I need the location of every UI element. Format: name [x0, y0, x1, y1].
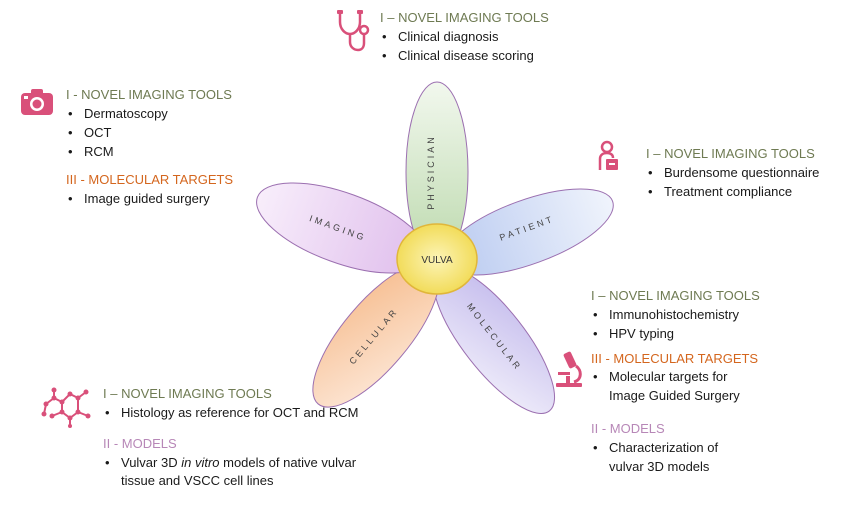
list-item: Clinical disease scoring [380, 47, 549, 66]
list-item: Histology as reference for OCT and RCM [103, 404, 358, 423]
list-item: Burdensome questionnaire [646, 164, 819, 183]
list-item: Treatment compliance [646, 183, 819, 202]
molecule-icon [41, 387, 91, 428]
list-item: Immunohistochemistry [591, 306, 760, 325]
physician-heading: I – NOVEL IMAGING TOOLS [380, 10, 549, 25]
item-text-em: in vitro [181, 454, 220, 470]
list-item: Characterization of vulvar 3D models [591, 439, 760, 477]
imaging-block: I - NOVEL IMAGING TOOLS Dermatoscopy OCT… [66, 86, 233, 209]
item-text-post: models of native vulvar [219, 454, 357, 470]
patient-heading: I – NOVEL IMAGING TOOLS [646, 146, 815, 161]
list-item: Clinical diagnosis [380, 28, 549, 47]
list-item: Vulvar 3D in vitro models of native vulv… [103, 454, 358, 492]
item-text-line2: tissue and VSCC cell lines [121, 473, 274, 489]
cellular-block: I – NOVEL IMAGING TOOLS Histology as ref… [103, 385, 358, 491]
patient-icon [598, 140, 618, 170]
list-item: OCT [66, 124, 233, 143]
list-item: Image guided surgery [66, 190, 233, 209]
list-item: HPV typing [591, 325, 760, 344]
stethoscope-icon [337, 10, 370, 52]
list-item-line: Image Guided Surgery [609, 388, 740, 404]
list-item-line: vulvar 3D models [609, 458, 710, 474]
center-circle [396, 223, 478, 295]
cellular-heading-1: I – NOVEL IMAGING TOOLS [103, 386, 272, 401]
molecular-heading-1: I – NOVEL IMAGING TOOLS [591, 288, 760, 303]
cellular-heading-2: II - MODELS [103, 435, 177, 451]
list-item-line: Molecular targets for [609, 369, 728, 385]
petal-label-physician: PHYSICIAN [426, 134, 436, 210]
physician-block: I – NOVEL IMAGING TOOLS Clinical diagnos… [380, 9, 549, 66]
patient-block: I – NOVEL IMAGING TOOLS Burdensome quest… [646, 145, 819, 202]
center-label: VULVA [421, 255, 453, 266]
list-item: Dermatoscopy [66, 105, 233, 124]
list-item-line: Characterization of [609, 439, 719, 455]
item-text-pre: Vulvar 3D [121, 454, 182, 470]
imaging-heading-1: I - NOVEL IMAGING TOOLS [66, 87, 232, 102]
molecular-block: I – NOVEL IMAGING TOOLS Immunohistochemi… [591, 287, 760, 477]
microscope-icon [556, 351, 582, 387]
molecular-heading-3: II - MODELS [591, 421, 665, 437]
list-item: RCM [66, 143, 233, 162]
camera-icon [21, 89, 53, 115]
imaging-heading-2: III - MOLECULAR TARGETS [66, 172, 234, 188]
molecular-heading-2: III - MOLECULAR TARGETS [591, 350, 759, 366]
